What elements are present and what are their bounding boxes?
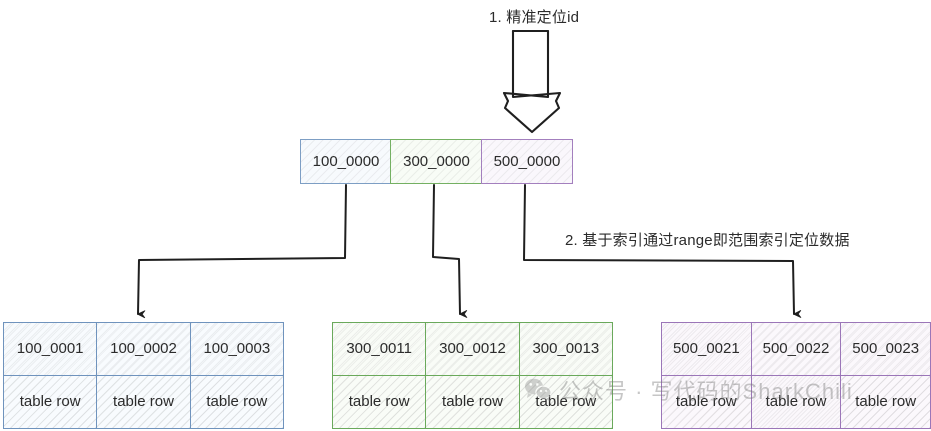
index-cell-label: 100_0000 xyxy=(312,153,380,170)
table-cell-label: 100_0002 xyxy=(110,340,177,358)
table-cell[interactable]: table row xyxy=(751,375,842,428)
table-cell-label: table row xyxy=(855,393,917,411)
table-cell-label: 100_0003 xyxy=(203,340,271,358)
table-cell[interactable]: 100_0002 xyxy=(97,323,191,376)
table-cell-label: 300_0013 xyxy=(532,340,600,358)
table-cell[interactable]: table row xyxy=(519,375,612,428)
table-cell[interactable]: 500_0023 xyxy=(841,323,931,376)
table-cell[interactable]: table row xyxy=(841,375,931,428)
table-cell[interactable]: table row xyxy=(333,375,427,428)
index-cell-300-0000[interactable]: 300_0000 xyxy=(390,139,483,184)
table-cell-label: table row xyxy=(19,393,81,411)
table-cell[interactable]: 300_0012 xyxy=(426,323,520,376)
table-cell-label: 500_0023 xyxy=(852,340,920,358)
table-row: 500_0021 500_0022 500_0023 xyxy=(662,323,931,376)
table-cell-label: 300_0011 xyxy=(346,340,412,358)
table-row: table row table row table row xyxy=(4,375,283,428)
step-2-label: 2. 基于索引通过range即范围索引定位数据 xyxy=(565,232,850,249)
table-row: table row table row table row xyxy=(662,375,931,428)
data-table-blue: 100_0001 100_0002 100_0003 table row tab… xyxy=(3,322,284,429)
table-cell-label: 500_0022 xyxy=(762,340,830,358)
table-row: 300_0011 300_0012 300_0013 xyxy=(333,323,612,376)
table-cell[interactable]: table row xyxy=(190,375,283,428)
step-1-label: 1. 精准定位id xyxy=(489,9,580,26)
table-cell[interactable]: 500_0021 xyxy=(662,323,752,376)
table-cell[interactable]: 100_0001 xyxy=(4,323,98,376)
data-table-green: 300_0011 300_0012 300_0013 table row tab… xyxy=(332,322,613,429)
index-row: 100_0000 300_0000 500_0000 xyxy=(300,139,573,184)
table-cell-label: table row xyxy=(113,393,174,411)
index-cell-100-0000[interactable]: 100_0000 xyxy=(300,139,393,184)
table-cell-label: 300_0012 xyxy=(439,340,506,358)
table-cell[interactable]: 100_0003 xyxy=(190,323,283,376)
table-cell-label: table row xyxy=(348,393,410,411)
index-cell-500-0000[interactable]: 500_0000 xyxy=(480,139,573,184)
table-cell[interactable]: table row xyxy=(97,375,191,428)
index-cell-label: 500_0000 xyxy=(493,153,561,170)
table-cell[interactable]: table row xyxy=(426,375,520,428)
connector-green xyxy=(432,184,468,318)
table-row: table row table row table row xyxy=(333,375,612,428)
connector-blue xyxy=(137,184,347,319)
table-cell[interactable]: table row xyxy=(662,375,752,428)
table-cell[interactable]: 300_0011 xyxy=(333,323,427,376)
table-cell-label: 500_0021 xyxy=(672,340,740,358)
big-down-arrow-shape xyxy=(502,29,562,134)
table-cell[interactable]: 500_0022 xyxy=(751,323,842,376)
table-cell-label: 100_0001 xyxy=(16,340,84,358)
table-row: 100_0001 100_0002 100_0003 xyxy=(4,323,283,376)
table-cell-label: table row xyxy=(535,393,597,411)
table-cell-label: table row xyxy=(765,393,827,411)
table-cell-label: table row xyxy=(206,393,268,411)
table-cell[interactable]: table row xyxy=(4,375,98,428)
table-cell-label: table row xyxy=(442,393,503,411)
index-cell-label: 300_0000 xyxy=(403,153,470,170)
data-table-purple: 500_0021 500_0022 500_0023 table row tab… xyxy=(661,322,931,429)
table-cell-label: table row xyxy=(675,393,737,411)
table-cell[interactable]: 300_0013 xyxy=(519,323,612,376)
